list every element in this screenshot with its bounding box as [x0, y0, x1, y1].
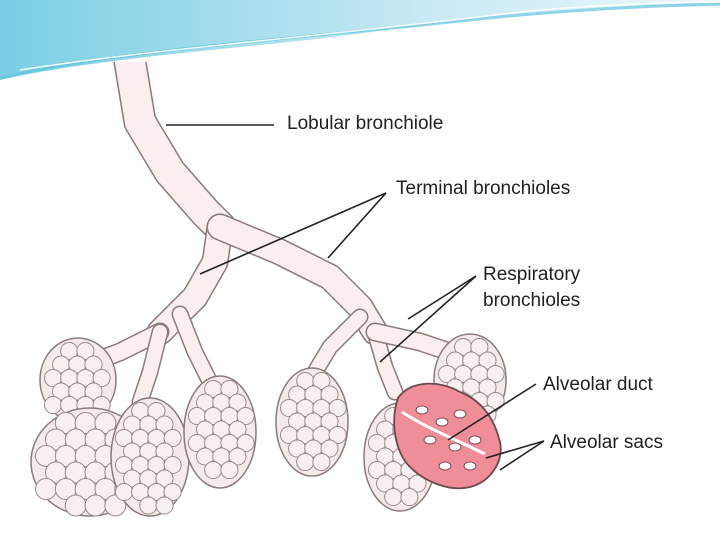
cluster-right-left-alveolus: [312, 371, 331, 391]
cluster-left-inner-alveolus: [114, 482, 134, 502]
cluster-left-inner-alveolus: [163, 482, 182, 502]
cluster-far-left-upper-alveolus: [92, 368, 111, 388]
label-respiratory-line2: bronchioles: [483, 290, 581, 311]
label-respiratory-line1: Respiratory: [483, 264, 581, 285]
leader-terminal-right: [327, 192, 387, 259]
label-alveolar-duct: Alveolar duct: [543, 374, 653, 395]
cluster-far-left-lower-alveolus: [84, 494, 107, 517]
cluster-left-inner: [110, 397, 190, 517]
sac-lumen: [415, 405, 429, 415]
sectioned-alveolar-sac: [393, 382, 502, 490]
cluster-left-inner-alveolus: [155, 496, 174, 515]
cluster-left-mid-alveolus: [236, 406, 255, 426]
leader-lines: [166, 124, 545, 471]
cluster-right-left-alveolus: [312, 452, 331, 472]
cluster-far-left-upper: [39, 337, 117, 423]
cluster-left-inner-alveolus: [155, 469, 174, 488]
cluster-left-inner-alveolus: [139, 496, 158, 515]
cluster-far-left-upper-alveolus: [76, 341, 95, 361]
cluster-right-upper-alveolus: [478, 378, 497, 397]
respiratory-bronchiole-rr: [367, 324, 458, 360]
sac-lumen: [468, 435, 482, 445]
cluster-right-mid-alveolus: [384, 487, 403, 507]
leader-respiratory-lower: [379, 275, 477, 363]
cluster-right-left: [275, 367, 349, 477]
label-terminal-bronchioles: Terminal bronchioles: [396, 178, 571, 199]
cluster-right-left-alveolus: [328, 425, 347, 445]
sac-lumen: [438, 461, 452, 471]
header-swoosh: [0, 0, 720, 87]
leader-alveolar-sacs-b: [499, 440, 545, 471]
cluster-right-left-alveolus: [320, 385, 339, 404]
sac-lumen: [423, 435, 437, 445]
cluster-left-inner-alveolus: [163, 455, 182, 475]
cluster-far-left-upper-alveolus: [43, 395, 63, 415]
lobular-bronchiole: [115, 62, 235, 242]
leader-alveolar-sacs-a: [485, 440, 545, 459]
cluster-left-mid-alveolus: [228, 393, 247, 412]
sac-lumen: [435, 417, 449, 427]
cluster-left-mid-alveolus: [220, 379, 239, 399]
leader-terminal-left: [199, 192, 387, 275]
label-alveolar-sacs: Alveolar sacs: [550, 432, 663, 453]
cluster-left-mid-alveolus: [228, 447, 247, 466]
alveolar-duct-channel: [401, 410, 486, 456]
sac-lumen: [463, 461, 477, 471]
cluster-left-mid: [183, 375, 257, 489]
cluster-right-upper-alveolus: [478, 351, 497, 370]
cluster-left-mid-alveolus: [228, 420, 247, 439]
cluster-left-mid-alveolus: [220, 460, 239, 480]
leader-alveolar-duct: [447, 383, 537, 441]
cluster-far-left-upper-alveolus: [84, 355, 103, 374]
cluster-left-mid-alveolus: [236, 433, 255, 453]
cluster-right-left-alveolus: [328, 398, 347, 418]
cluster-left-mid-alveolus: [204, 460, 223, 480]
cluster-left-inner-alveolus: [163, 428, 182, 448]
cluster-right-mid-alveolus: [400, 487, 419, 507]
leader-respiratory-upper: [407, 275, 477, 320]
respiratory-bronchiole-lm: [133, 325, 167, 409]
cluster-left-inner-alveolus: [147, 401, 166, 421]
bronchiole-diagram: [30, 62, 545, 517]
respiratory-bronchiole-rm: [368, 325, 402, 399]
cluster-right-mid-alveolus: [408, 474, 427, 493]
respiratory-bronchiole-rl: [308, 310, 367, 379]
cluster-left-inner-alveolus: [155, 442, 174, 461]
sac-lumen: [448, 442, 462, 452]
cluster-right-upper-alveolus: [470, 337, 489, 357]
cluster-far-left-lower-alveolus: [35, 478, 57, 500]
cluster-far-left-lower-alveolus: [64, 494, 87, 517]
cluster-far-left-lower-alveolus: [94, 412, 117, 434]
respiratory-bronchiole-lr: [173, 307, 217, 389]
sac-lumen: [453, 409, 467, 419]
cluster-left-inner-alveolus: [155, 415, 174, 434]
cluster-right-left-alveolus: [320, 412, 339, 431]
cluster-far-left-upper-alveolus: [84, 382, 103, 401]
label-lobular-bronchiole: Lobular bronchiole: [287, 113, 444, 134]
cluster-right-left-alveolus: [296, 452, 315, 472]
cluster-right-upper-alveolus: [486, 364, 505, 384]
cluster-right-left-alveolus: [320, 439, 339, 458]
